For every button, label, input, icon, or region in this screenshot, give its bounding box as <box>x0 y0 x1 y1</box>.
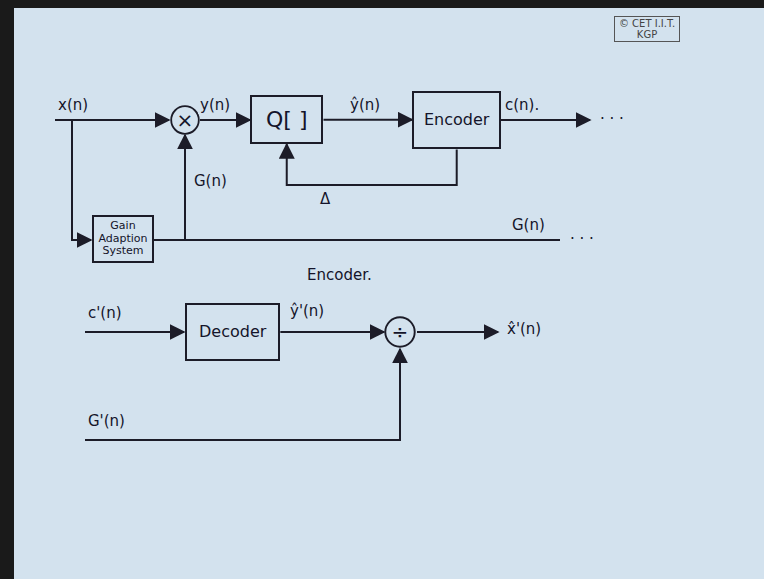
signal-label: x(n) <box>56 96 90 114</box>
watermark: © CET I.I.T. KGP <box>614 16 680 42</box>
signal-label: y(n) <box>198 96 232 114</box>
gain-output-wire <box>185 239 560 241</box>
signal-connector <box>287 144 457 185</box>
node-text: Q[ ] <box>266 107 307 132</box>
code-output-wire <box>497 119 590 121</box>
section-caption: Encoder. <box>305 266 374 284</box>
signal-label: Δ <box>318 190 332 208</box>
node-text: ÷ <box>392 322 409 342</box>
decoder-box: Decoder <box>185 303 280 361</box>
signal-label: c'(n) <box>86 304 124 322</box>
encoder-box: Encoder <box>412 91 501 149</box>
photo-border <box>0 0 764 8</box>
divider-circle: ÷ <box>384 316 416 348</box>
signal-connector <box>154 135 185 240</box>
node-text: × <box>177 110 194 130</box>
photo-border <box>0 0 14 579</box>
signal-connector <box>200 119 250 121</box>
quantizer-box: Q[ ] <box>250 95 323 144</box>
signal-label: G(n) <box>192 172 229 190</box>
node-text: Encoder <box>424 111 489 129</box>
signal-label: ŷ(n) <box>348 96 382 114</box>
node-text: Gain Adaption System <box>96 220 150 258</box>
signal-label: G'(n) <box>86 412 127 430</box>
signal-label: G(n) <box>510 216 547 234</box>
decoded-output-wire <box>417 331 498 333</box>
node-text: Decoder <box>199 323 266 341</box>
continuation-dots: · · · <box>598 110 626 128</box>
gain-adaption-box: Gain Adaption System <box>92 215 154 263</box>
signal-label: ŷ'(n) <box>288 302 326 320</box>
signal-connector <box>323 119 412 121</box>
signal-connector <box>280 331 384 333</box>
branch-wire <box>72 120 91 240</box>
multiplier-circle: × <box>170 105 200 135</box>
signal-label: c(n). <box>503 96 541 114</box>
signal-label: x̂'(n) <box>505 320 543 338</box>
gain-input-wire <box>85 349 400 440</box>
code-input-wire <box>85 331 184 333</box>
continuation-dots: · · · <box>568 230 596 248</box>
